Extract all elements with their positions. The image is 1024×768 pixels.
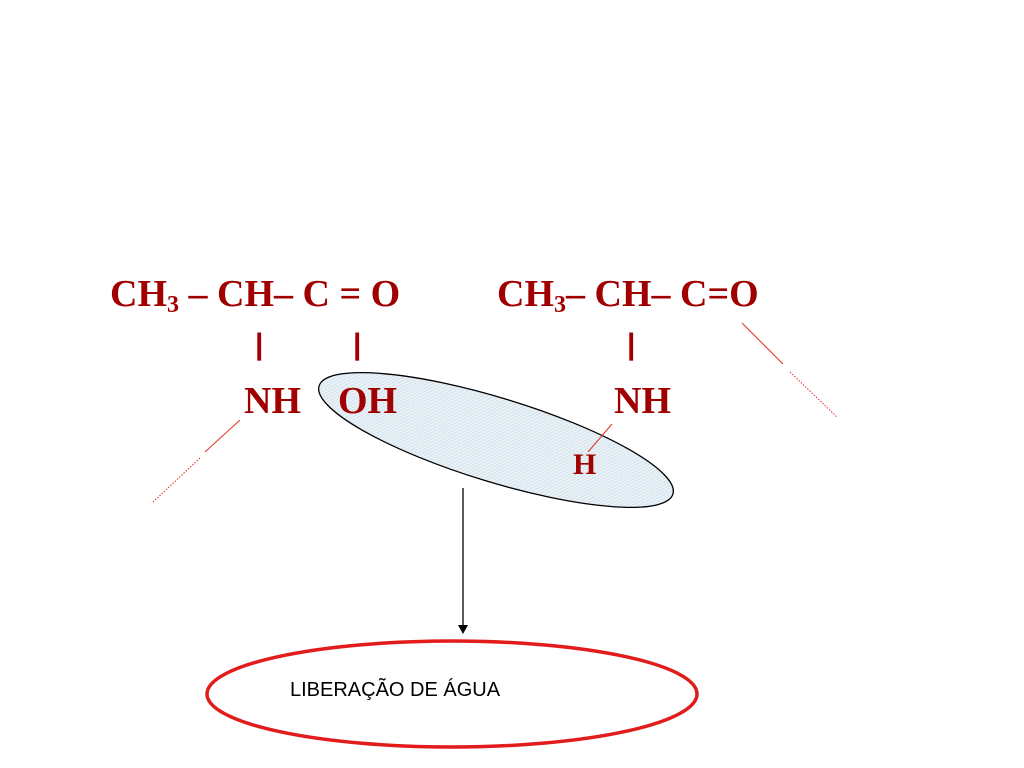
molecule1-ch3-subscript: 3 <box>167 292 179 318</box>
molecule2-h: H <box>573 448 597 481</box>
molecule2-nh: NH <box>614 380 671 422</box>
molecule1-bond-nh: | <box>255 328 264 361</box>
right-peptide-link-line-dotted <box>789 371 838 418</box>
right-peptide-link-line <box>741 322 784 365</box>
molecule1-nh: NH <box>244 380 301 422</box>
molecule1-formula: CH3 – CH– C = O <box>110 275 400 317</box>
result-ellipse <box>205 639 699 749</box>
nh-h-bond-line <box>587 423 613 453</box>
molecule2-formula: CH3– CH– C=O <box>497 275 759 317</box>
left-peptide-link-line-dotted <box>152 457 201 503</box>
molecule2-ch3-subscript: 3 <box>554 292 566 318</box>
water-highlight-ellipse <box>318 371 674 509</box>
molecule1-oh: OH <box>338 380 398 422</box>
result-label: LIBERAÇÃO DE ÁGUA <box>290 679 501 701</box>
molecule1-ch3: CH <box>110 273 167 315</box>
molecule2-backbone: – CH– C=O <box>566 273 759 315</box>
left-peptide-link-line <box>204 419 241 453</box>
molecule1-bond-oh: | <box>353 328 362 361</box>
molecule1-backbone: – CH– C = O <box>179 273 401 315</box>
molecule2-bond-nh: | <box>627 328 636 361</box>
molecule2-ch3: CH <box>497 273 554 315</box>
arrow-head <box>458 625 468 634</box>
